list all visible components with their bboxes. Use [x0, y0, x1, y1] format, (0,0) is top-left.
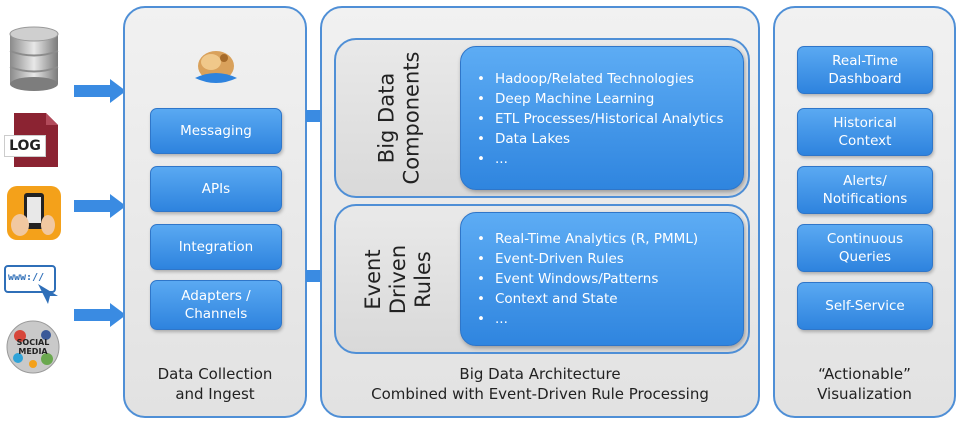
- rules-title: Event Driven Rules: [361, 244, 436, 314]
- components-list: Hadoop/Related Technologies Deep Machine…: [461, 69, 743, 169]
- social-media-icon: SOCIAL MEDIA: [6, 320, 60, 374]
- rules-list-box: Real-Time Analytics (R, PMML) Event-Driv…: [460, 212, 744, 346]
- data-collection-panel: Messaging APIs Integration Adapters / Ch…: [123, 6, 307, 418]
- list-item: Hadoop/Related Technologies: [477, 69, 743, 89]
- adapters-channels-button[interactable]: Adapters / Channels: [150, 280, 282, 330]
- database-icon: [9, 26, 59, 91]
- list-item: Event-Driven Rules: [477, 249, 743, 269]
- list-item: ETL Processes/Historical Analytics: [477, 109, 743, 129]
- big-data-components-panel: Big Data Components Hadoop/Related Techn…: [334, 38, 750, 198]
- visualization-panel: Real-Time Dashboard Historical Context A…: [773, 6, 956, 418]
- integration-button[interactable]: Integration: [150, 224, 282, 270]
- list-item: Data Lakes: [477, 129, 743, 149]
- self-service-button[interactable]: Self-Service: [797, 282, 933, 330]
- list-item: ...: [477, 149, 743, 169]
- source-icons: LOG www:// SOCIAL MEDIA: [0, 0, 70, 426]
- data-collection-caption: Data Collection and Ingest: [157, 365, 273, 403]
- list-item: Context and State: [477, 289, 743, 309]
- ingest-logo-icon: [195, 51, 237, 83]
- realtime-dashboard-button[interactable]: Real-Time Dashboard: [797, 46, 933, 94]
- components-title: Big Data Components: [374, 51, 423, 185]
- historical-context-button[interactable]: Historical Context: [797, 108, 933, 156]
- list-item: ...: [477, 309, 743, 329]
- architecture-caption: Big Data Architecture Combined with Even…: [371, 365, 709, 403]
- rules-list: Real-Time Analytics (R, PMML) Event-Driv…: [461, 229, 743, 329]
- messaging-button[interactable]: Messaging: [150, 108, 282, 154]
- web-browser-icon: www://: [4, 260, 62, 308]
- visualization-caption: “Actionable” Visualization: [817, 365, 912, 403]
- arrow-web-to-ingest: [74, 303, 126, 327]
- components-list-box: Hadoop/Related Technologies Deep Machine…: [460, 46, 744, 190]
- list-item: Deep Machine Learning: [477, 89, 743, 109]
- event-driven-rules-panel: Event Driven Rules Real-Time Analytics (…: [334, 204, 750, 354]
- list-item: Event Windows/Patterns: [477, 269, 743, 289]
- mobile-app-icon: [7, 186, 61, 240]
- continuous-queries-button[interactable]: Continuous Queries: [797, 224, 933, 272]
- apis-button[interactable]: APIs: [150, 166, 282, 212]
- log-file-icon: LOG: [4, 113, 58, 167]
- architecture-panel: Big Data Components Hadoop/Related Techn…: [320, 6, 760, 418]
- arrow-mobile-to-ingest: [74, 194, 126, 218]
- arrow-database-to-ingest: [74, 79, 126, 103]
- list-item: Real-Time Analytics (R, PMML): [477, 229, 743, 249]
- alerts-notifications-button[interactable]: Alerts/ Notifications: [797, 166, 933, 214]
